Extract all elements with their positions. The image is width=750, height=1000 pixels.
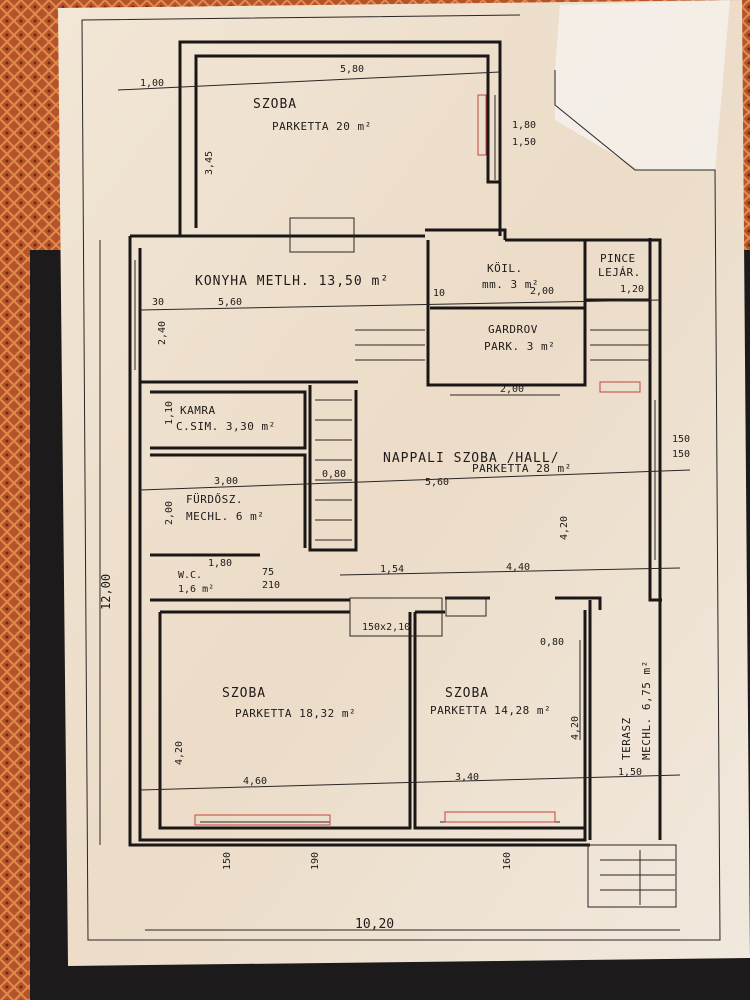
dim-window-hall-a: 150 (672, 434, 690, 445)
room-szoba-right-name: SZOBA (445, 686, 489, 701)
dim-szoba-left-width: 4,60 (243, 776, 267, 787)
walls (128, 40, 662, 847)
chimneys (289, 217, 487, 637)
stairs-hall (315, 329, 650, 541)
dim-szoba-left-height: 4,20 (174, 741, 185, 765)
dim-chimney: 150x2,10 (362, 622, 410, 633)
dim-szoba-right-width: 3,40 (455, 772, 479, 783)
room-koil-name: KÖIL. (487, 262, 523, 275)
dim-top-left: 1,00 (140, 78, 164, 89)
room-wc-name: W.C. (178, 570, 202, 581)
dim-window-bottom-a: 150 (222, 852, 233, 870)
windows (134, 94, 656, 826)
dim-hall-lower: 4,40 (506, 562, 530, 573)
room-hall-detail: PARKETTA 28 m² (472, 462, 572, 475)
dim-kamra-height: 1,10 (164, 401, 175, 425)
room-terasz-detail: MECHL. 6,75 m² (640, 660, 653, 760)
room-szoba-left-name: SZOBA (222, 686, 266, 701)
room-szoba-top-name: SZOBA (253, 97, 297, 112)
room-gardrob-detail: PARK. 3 m² (484, 340, 555, 353)
room-konyha-name: KONYHA METLH. 13,50 m² (195, 274, 389, 289)
dim-door-75: 75 (262, 567, 274, 578)
room-gardrob-name: GARDROV (488, 323, 538, 336)
room-hall-name: NAPPALI SZOBA /HALL/ (383, 451, 560, 466)
room-pince-detail: LEJÁR. (598, 266, 641, 279)
dim-window-bottom-c: 160 (502, 852, 513, 870)
room-szoba-top-detail: PARKETTA 20 m² (272, 120, 372, 133)
dimension-lines (99, 71, 691, 931)
dim-stair-width: 0,80 (322, 469, 346, 480)
room-furdo-detail: MECHL. 6 m² (186, 510, 264, 523)
dim-hall-width: 5,60 (425, 477, 449, 488)
dim-terasz-width: 1,50 (618, 767, 642, 778)
room-szoba-left-detail: PARKETTA 18,32 m² (235, 707, 356, 720)
room-furdo-name: FÜRDŐSZ. (186, 492, 243, 506)
dim-terasz-height: 4,20 (570, 716, 581, 740)
dim-furdo-width: 3,00 (214, 476, 238, 487)
room-labels: SZOBA PARKETTA 20 m² KONYHA METLH. 13,50… (176, 97, 653, 760)
dim-top-width: 5,80 (340, 64, 364, 75)
dimension-labels: 5,80 1,00 3,45 1,80 1,50 5,60 2,40 2,00 … (99, 64, 690, 932)
dim-total-height: 12,00 (99, 574, 113, 610)
dim-wc-width: 1,80 (208, 558, 232, 569)
dim-hall-left: 1,54 (380, 564, 404, 575)
dim-window-top-b: 1,50 (512, 137, 536, 148)
room-szoba-right-detail: PARKETTA 14,28 m² (430, 704, 551, 717)
dim-gardrob-width: 2,00 (500, 384, 524, 395)
room-kamra-detail: C.SIM. 3,30 m² (176, 420, 276, 433)
room-kamra-name: KAMRA (180, 404, 216, 417)
paper-highlight (555, 0, 730, 170)
dim-koil-width: 2,00 (530, 286, 554, 297)
dim-door-210: 210 (262, 580, 280, 591)
stairs-terrace (587, 844, 677, 908)
dim-window-hall-b: 150 (672, 449, 690, 460)
room-wc-detail: 1,6 m² (178, 584, 214, 595)
dim-wall-10: 10 (433, 288, 445, 299)
dim-pince-width: 1,20 (620, 284, 644, 295)
room-terasz-name: TERASZ (620, 717, 633, 760)
dim-window-top-a: 1,80 (512, 120, 536, 131)
dim-top-height: 3,45 (204, 151, 215, 175)
dim-total-width: 10,20 (355, 917, 394, 932)
dim-hall-height: 4,20 (559, 516, 570, 540)
dim-window-bottom-b: 190 (310, 852, 321, 870)
drawing-frame (81, 14, 721, 941)
dim-door-small: 0,80 (540, 637, 564, 648)
dim-wall-30: 30 (152, 297, 164, 308)
room-pince-name: PINCE (600, 252, 636, 265)
dim-kitchen-height: 2,40 (157, 321, 168, 345)
dim-kitchen-width: 5,60 (218, 297, 242, 308)
dim-furdo-height: 2,00 (164, 501, 175, 525)
room-koil-detail: mm. 3 m² (482, 278, 539, 291)
